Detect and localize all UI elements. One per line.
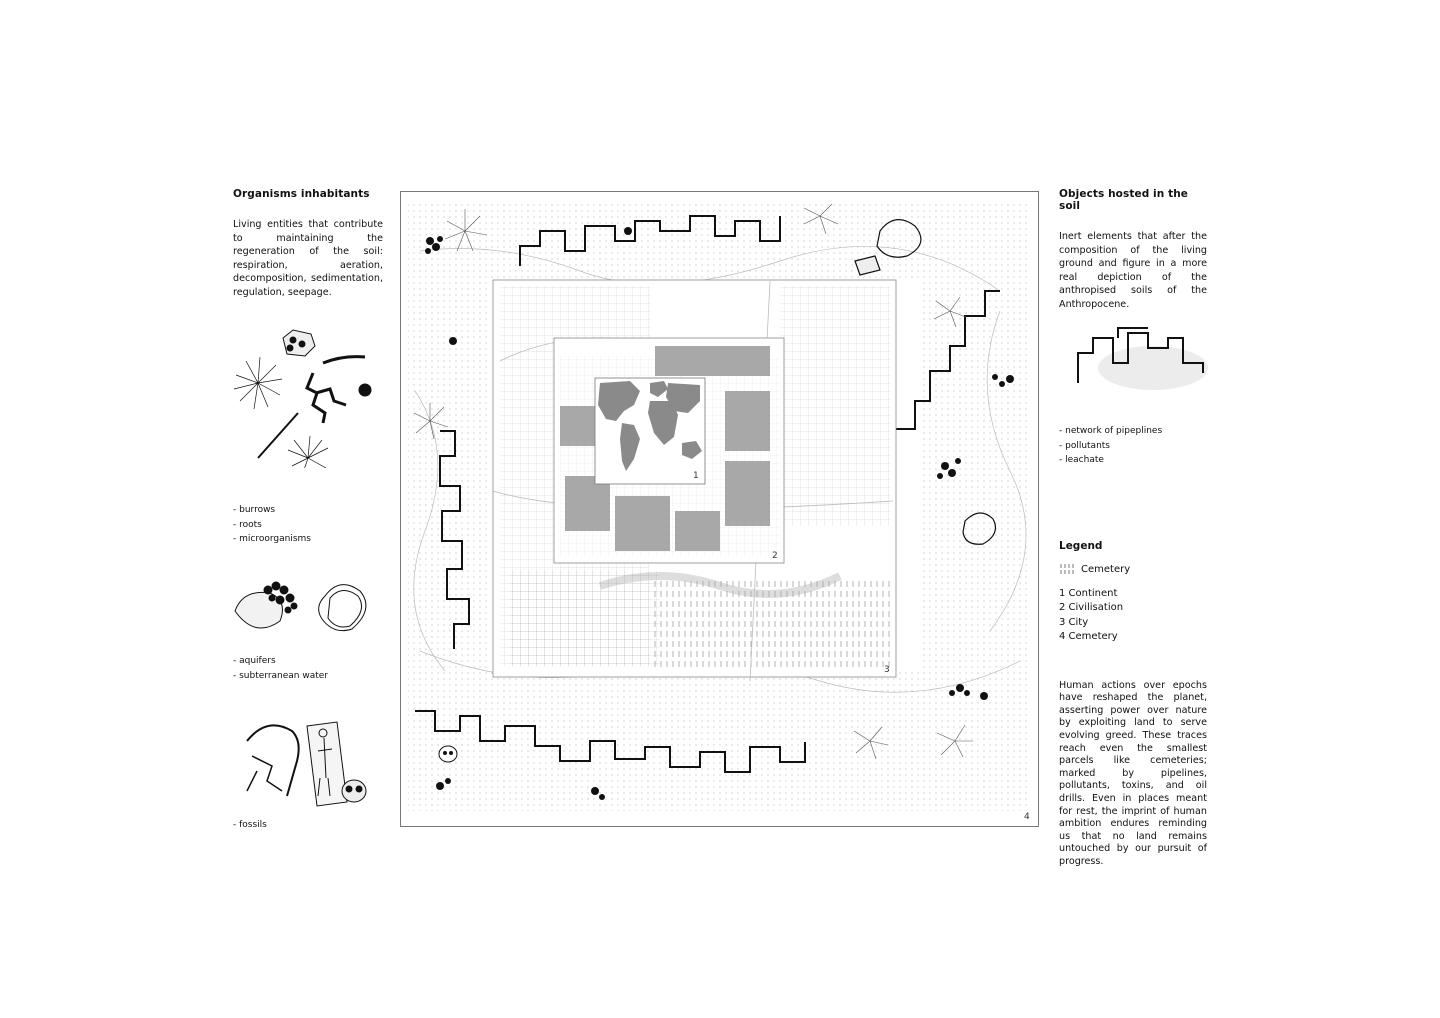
list-item: - network of pipeplines [1059,426,1163,436]
organisms-list-1: - burrows - roots - microorganisms [233,503,311,547]
legend-cemetery-label: Cemetery [1081,564,1131,575]
closing-text: Human actions over epochs have reshaped … [1059,679,1207,867]
legend-item: 1 Continent [1059,587,1118,599]
list-item: - roots [233,519,262,530]
cemetery-hatch-icon [1060,564,1074,575]
list-item: - microorganisms [233,534,311,544]
nested-map-diagram: 1 2 3 4 [408,201,1030,822]
legend: Cemetery 1 Continent 2 Civilisation 3 Ci… [1059,563,1130,645]
aquifers-illustration [234,581,367,632]
legend-cemetery: Cemetery [1059,563,1130,578]
objects-column: Objects hosted in the soil Inert element… [1059,188,1207,312]
frame-label-3: 3 [884,665,890,675]
organisms-list-2: - aquifers - subterranean water [233,654,328,683]
list-item: - burrows [233,505,276,515]
objects-description: Inert elements that after the compositio… [1059,231,1207,310]
organisms-list-3: - fossils [233,818,267,833]
legend-item: 4 Cemetery [1059,631,1118,643]
list-item: - subterranean water [233,670,329,681]
legend-title: Legend [1059,540,1103,552]
organisms-illustration [233,329,372,468]
organisms-description: Living entities that contribute to maint… [233,219,383,298]
list-item: - leachate [1059,455,1104,465]
organisms-title: Organisms inhabitants [233,188,370,200]
fossils-illustration [246,721,367,807]
legend-item: 2 Civilisation [1059,602,1124,614]
list-item: - aquifers [233,656,276,666]
pipeline-illustration [1077,327,1208,390]
map-frame [400,191,1039,827]
frame-label-1: 1 [693,471,699,481]
legend-item: 3 City [1059,616,1089,628]
list-item: - fossils [233,820,267,830]
list-item: - pollutants [1059,440,1110,451]
objects-list: - network of pipeplines - pollutants - l… [1059,424,1162,468]
frame-label-4: 4 [1024,812,1030,822]
frame-label-2: 2 [772,551,778,561]
objects-title: Objects hosted in the soil [1059,188,1189,212]
organisms-column: Organisms inhabitants Living entities th… [233,188,383,300]
